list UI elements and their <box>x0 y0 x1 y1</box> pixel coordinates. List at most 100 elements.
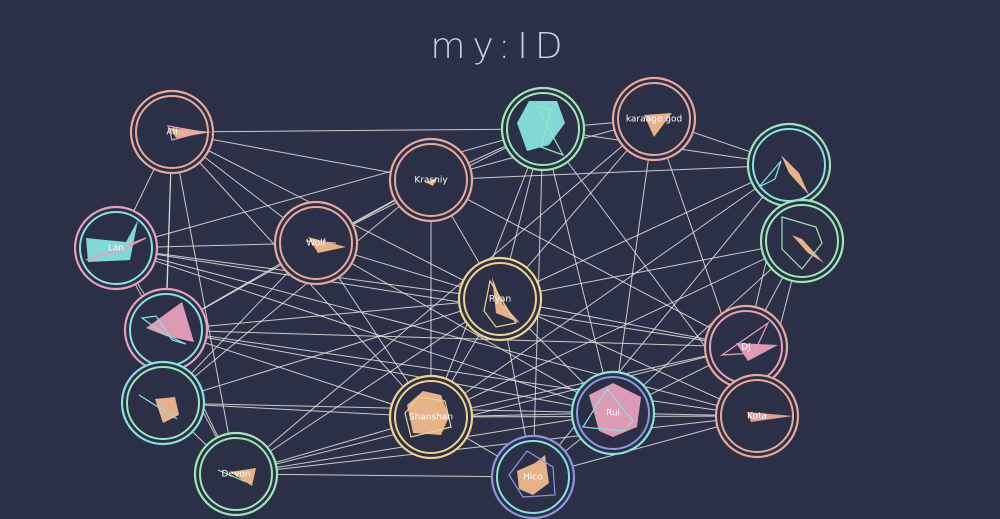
node-label: karaage god <box>626 115 682 125</box>
node-inner-ring <box>765 204 839 278</box>
node-radar-outline <box>138 394 178 420</box>
edge-krasniy-u5 <box>162 179 432 404</box>
node-radar-outline <box>645 116 669 120</box>
node-wolf[interactable]: Wolf <box>273 200 359 286</box>
node-inner-ring <box>394 380 468 454</box>
edge-u4-dj <box>165 329 747 348</box>
edge-u2-shanshan <box>430 164 790 418</box>
node-inner-ring <box>617 82 691 156</box>
edge-devon-hico <box>235 473 534 478</box>
edge-lan-rui <box>115 247 614 414</box>
node-label: Devon <box>221 470 250 480</box>
node-shanshan[interactable]: Shanshan <box>388 374 474 460</box>
node-kota[interactable]: Kota <box>714 373 800 459</box>
node-inner-ring <box>394 143 468 217</box>
node-inner-ring <box>496 440 570 514</box>
node-label: Ryan <box>489 295 511 305</box>
node-u5[interactable] <box>120 360 206 446</box>
node-label: Ali <box>166 128 177 138</box>
edge-ryan-devon <box>235 298 501 475</box>
node-inner-ring <box>463 262 537 336</box>
node-radar-outline <box>140 315 187 345</box>
node-radar-outline <box>305 240 337 244</box>
node-radar-outline <box>508 450 556 498</box>
node-radar-shape <box>517 455 549 495</box>
node-hico[interactable]: Hico <box>490 434 576 519</box>
node-radar-outline <box>535 106 565 157</box>
app-title: my:ID <box>430 26 570 67</box>
node-radar-outline <box>781 216 823 270</box>
node-label: Kota <box>747 412 767 422</box>
node-inner-ring <box>199 437 273 511</box>
edge-u5-shanshan <box>162 402 432 418</box>
edge-u5-rui <box>162 402 614 414</box>
node-radar-shape <box>86 220 138 262</box>
node-radar-shape <box>230 468 256 486</box>
node-u2[interactable] <box>746 122 832 208</box>
node-krasniy[interactable]: Krasniy <box>388 137 474 223</box>
node-radar-shape <box>792 235 824 263</box>
node-radar-shape <box>407 391 449 435</box>
edge-krasniy-dj <box>430 179 747 348</box>
node-ali[interactable]: Ali <box>129 89 215 175</box>
node-radar-outline <box>758 160 782 188</box>
edge-u1-rui <box>542 128 614 414</box>
node-radar-outline <box>404 396 452 438</box>
node-radar-shape <box>747 412 793 422</box>
node-radar-shape <box>492 277 520 323</box>
node-radar-outline <box>581 387 634 432</box>
edge-u1-lan <box>115 128 544 249</box>
node-radar-outline <box>719 321 770 356</box>
node-inner-ring <box>576 376 650 450</box>
edge-ryan-u4 <box>165 298 501 331</box>
node-label: DJ <box>741 343 751 353</box>
node-devon[interactable]: Devon <box>193 431 279 517</box>
edge-kota-devon <box>235 415 758 475</box>
node-inner-ring <box>126 366 200 440</box>
node-u4[interactable] <box>123 287 209 373</box>
node-radar-shape <box>308 237 346 253</box>
edge-u3-rui <box>612 240 803 414</box>
edge-ali-devon <box>171 131 237 475</box>
node-lan[interactable]: Lan <box>73 205 159 291</box>
edge-ryan-kota <box>499 298 758 417</box>
edge-lan-kota <box>115 247 758 417</box>
edge-u4-shanshan <box>165 329 432 418</box>
edge-ali-u1 <box>171 128 544 133</box>
node-rui[interactable]: Rui <box>570 370 656 456</box>
node-u3[interactable] <box>759 198 845 284</box>
node-inner-ring <box>506 92 580 166</box>
node-radar-shape <box>517 101 565 151</box>
node-label: Krasniy <box>414 176 448 186</box>
node-inner-ring <box>79 211 153 285</box>
edge-u3-ryan <box>499 240 803 300</box>
edge-u3-shanshan <box>430 240 803 418</box>
node-radar-outline <box>85 237 147 261</box>
node-label: Hico <box>523 473 543 483</box>
edge-ryan-u5 <box>162 298 501 404</box>
edge-krasniy-u2 <box>430 164 790 181</box>
edge-u4-rui <box>165 329 614 414</box>
node-dj[interactable]: DJ <box>703 304 789 390</box>
node-u1[interactable] <box>500 86 586 172</box>
node-radar-outline <box>483 279 517 328</box>
node-outer-ring <box>129 89 215 175</box>
node-ryan[interactable]: Ryan <box>457 256 543 342</box>
node-radar-outline <box>217 469 247 483</box>
edge-karaage-devon <box>235 118 655 475</box>
edge-u4-kota <box>165 329 758 417</box>
node-karaage[interactable]: karaage god <box>611 76 697 162</box>
edge-u2-ryan <box>499 164 790 300</box>
node-radar-shape <box>146 302 194 342</box>
edge-karaage-rui <box>612 118 655 414</box>
node-label: Shanshan <box>409 413 453 423</box>
node-inner-ring <box>279 206 353 280</box>
node-label: Lan <box>108 244 124 254</box>
node-radar-shape <box>781 155 809 195</box>
edge-wolf-rui <box>315 242 614 414</box>
node-radar-shape <box>425 178 437 186</box>
node-radar-outline <box>167 125 203 141</box>
node-radar-shape <box>170 128 212 138</box>
